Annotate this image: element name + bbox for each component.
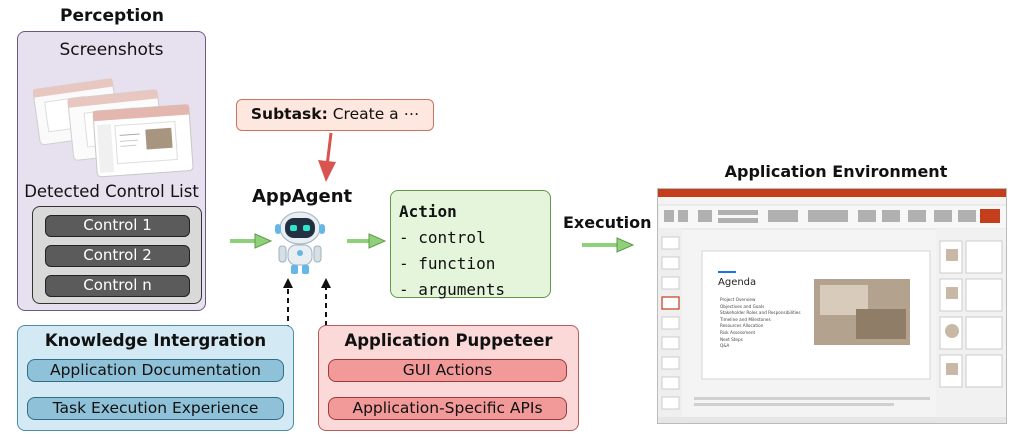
app-window-chrome [658,189,1006,423]
screenshot-thumb-front [92,104,194,178]
screenshots-label: Screenshots [59,40,164,60]
action-item-control: - control [399,228,486,247]
perception-to-agent-arrow [230,233,273,249]
execution-arrow [582,237,635,253]
puppeteer-to-agent-connector [321,278,331,326]
subtask-text: Create a ⋯ [327,105,420,123]
control-item-n: Control n [45,275,190,297]
knowledge-to-agent-connector [283,278,293,330]
action-item-function: - function [399,254,496,273]
robot-icon [275,211,325,274]
detected-control-list-label: Detected Control List [24,182,199,201]
agenda-item: Resources Allocation [720,323,764,329]
action-title: Action [399,202,457,221]
screenshots-thumbnails [32,78,194,178]
agenda-item: Q&A [720,343,730,349]
control-item-1: Control 1 [45,215,190,237]
perception-title: Perception [60,6,164,26]
agenda-item: Objectives and Goals [720,303,765,309]
appagent-label: AppAgent [252,186,353,207]
knowledge-integration-title: Knowledge Intergration [44,331,267,350]
slide-title: Agenda [718,277,757,288]
execution-label: Execution [563,213,652,232]
application-puppeteer-title: Application Puppeteer [344,331,553,350]
application-documentation-item: Application Documentation [27,359,284,382]
application-environment-title: Application Environment [724,162,948,181]
task-execution-experience-item: Task Execution Experience [27,397,284,420]
agenda-item: Next Steps [720,336,743,342]
agenda-item: Risk Assessment [720,329,756,335]
slide-agenda-list: Project Overview Objectives and Goals St… [720,297,801,350]
gui-actions-item: GUI Actions [328,359,567,382]
application-window-screenshot: Agenda Project Overview Objectives and G… [657,188,1007,424]
agenda-item: Timeline and Milestones [720,316,771,322]
control-item-2: Control 2 [45,245,190,267]
agenda-item: Project Overview [720,297,756,302]
subtask-box: Subtask: Create a ⋯ [236,99,434,131]
action-item-arguments: - arguments [399,280,505,299]
agenda-item: Stakeholder Roles and Responsibilities [720,310,801,316]
application-specific-apis-item: Application-Specific APIs [328,397,567,420]
action-box: Action - control - function - arguments [390,190,551,299]
agent-to-action-arrow [347,233,387,249]
subtask-prefix: Subtask: [250,105,328,123]
subtask-to-agent-arrow [318,132,336,182]
